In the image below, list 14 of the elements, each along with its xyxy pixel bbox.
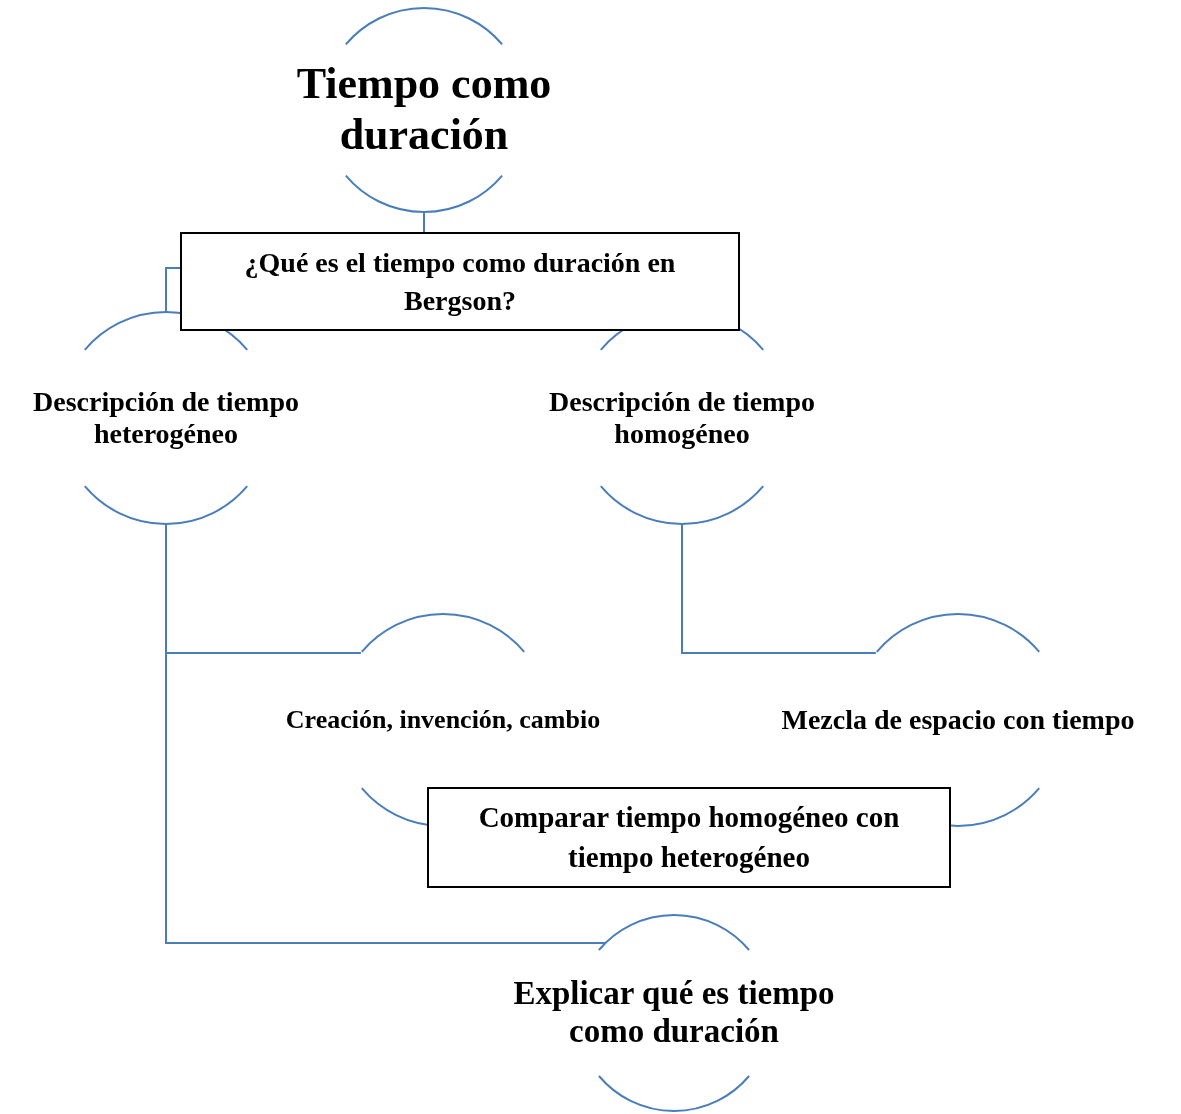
connector-line (423, 211, 425, 233)
box-label: ¿Qué es el tiempo como duración en Bergson? (243, 245, 677, 318)
node-label: Descripción de tiempo homogéneo (548, 385, 816, 451)
connector-line (165, 267, 181, 313)
node-label: Tiempo como duración (295, 59, 553, 161)
node-label: Explicar qué es tiempo como duración (512, 975, 836, 1051)
node-label: Creación, invención, cambio (284, 705, 602, 735)
connector-line (681, 523, 877, 654)
node-label: Mezcla de espacio con tiempo (780, 703, 1136, 737)
connector-line (165, 523, 607, 944)
node-label: Descripción de tiempo heterogéneo (32, 385, 300, 451)
text-box (427, 787, 951, 888)
text-box (180, 232, 740, 331)
box-label: Comparar tiempo homogéneo con tiempo heterogéneo (477, 800, 901, 875)
